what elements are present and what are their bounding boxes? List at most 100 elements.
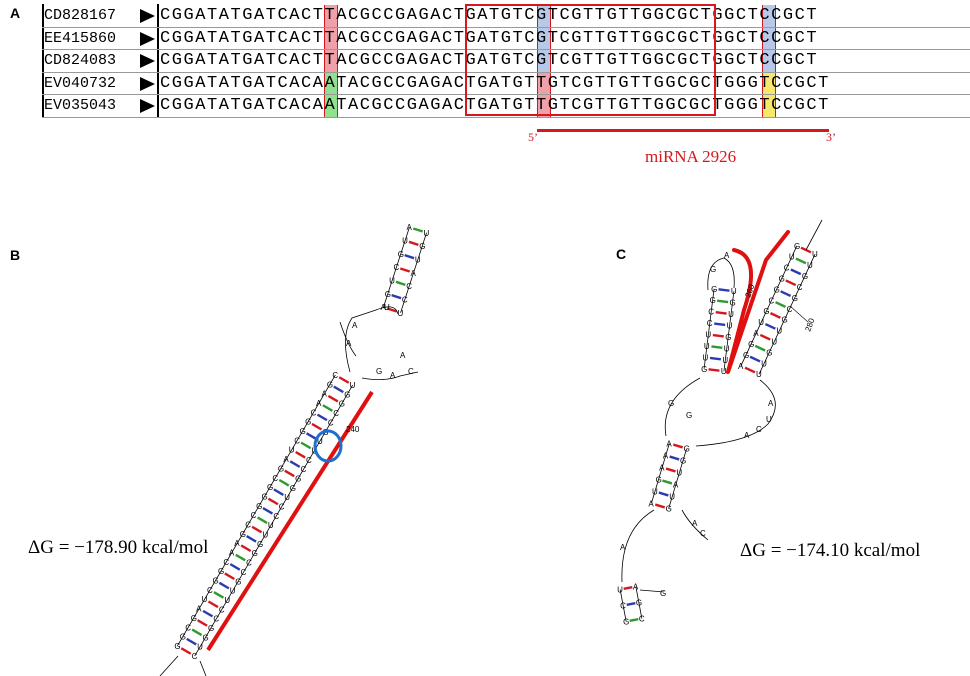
hairpin-loop: [707, 257, 735, 291]
sequence-text: CGGATATGATCACAATACGCCGAGACTGATGTTGTCGTTG…: [160, 73, 830, 93]
nucleotide-label: G: [748, 340, 754, 349]
base-pair-bond: [769, 312, 781, 319]
nucleotide-label: U: [727, 322, 733, 331]
nucleotide-label: G: [623, 617, 629, 626]
loop-backbone: [339, 321, 357, 357]
nucleotide-label: G: [398, 250, 404, 259]
base-pair-bond: [754, 344, 766, 352]
helix-backbone: [383, 227, 410, 308]
base-pair-bond: [408, 240, 419, 247]
nucleotide-label: G: [660, 589, 666, 598]
base-pair-bond: [658, 491, 669, 497]
nucleotide-label: A: [724, 251, 730, 260]
nucleotide-label: U: [703, 353, 709, 362]
nucleotide-label: C: [768, 296, 774, 305]
nucleotide-label: C: [756, 425, 762, 434]
alignment-id-divider: [157, 4, 159, 118]
nucleotide-label: G: [180, 633, 186, 642]
nucleotide-label: G: [174, 642, 180, 651]
nucleotide-label: A: [229, 549, 235, 558]
nucleotide-label: G: [208, 624, 214, 633]
loop-backbone: [345, 306, 399, 373]
base-pair-bond: [662, 479, 673, 485]
row-divider: [42, 94, 970, 95]
five-prime-label: 5’: [528, 130, 538, 144]
nucleotide-label: U: [652, 487, 658, 496]
helix-backbone: [703, 288, 715, 369]
nucleotide-label: A: [738, 362, 744, 371]
delta-g-c: ΔG = −174.10 kcal/mol: [740, 540, 921, 561]
helix-backbone: [668, 448, 688, 509]
strand-tail: [621, 509, 655, 583]
nucleotide-label: G: [656, 475, 662, 484]
nucleotide-label: A: [648, 499, 654, 508]
nucleotide-label: G: [218, 567, 224, 576]
nucleotide-label: G: [684, 445, 690, 454]
nucleotide-label: C: [294, 436, 300, 445]
base-pair-bond: [665, 467, 676, 473]
nucleotide-label: C: [787, 305, 793, 314]
base-pair-bond: [224, 572, 235, 581]
nucleotide-label: C: [393, 263, 399, 272]
nucleotide-label: C: [245, 520, 251, 529]
nucleotide-label: G: [711, 285, 717, 294]
base-pair-bond: [327, 394, 339, 403]
sequence-text: CGGATATGATCACTTACGCCGAGACTGATGTCGTCGTTGT…: [160, 51, 819, 70]
nucleotide-label: A: [321, 390, 327, 399]
nucleotide-label: U: [284, 493, 290, 502]
nucleotide-label: G: [212, 577, 218, 586]
snp-highlight: [537, 50, 552, 72]
helix-backbone: [619, 589, 627, 622]
snp-circle-marker: [313, 429, 343, 463]
nucleotide-label: G: [252, 549, 258, 558]
nucleotide-label: U: [771, 338, 777, 347]
base-pair-bond: [712, 333, 724, 338]
base-pair-bond: [395, 280, 406, 287]
nucleotide-label: U: [398, 309, 404, 318]
base-pair-bond: [295, 450, 306, 459]
nucleotide-label: C: [279, 503, 285, 512]
nucleotide-label: G: [267, 483, 273, 492]
row-divider: [42, 116, 970, 118]
base-pair-bond: [196, 619, 208, 627]
base-pair-bond: [623, 586, 633, 590]
nucleotide-label: C: [251, 511, 257, 520]
nucleotide-label: G: [339, 400, 345, 409]
sequence-text: CGGATATGATCACTTACGCCGAGACTGATGTCGTCGTTGT…: [160, 6, 819, 25]
position-label: 260: [743, 283, 756, 299]
nucleotide-label: C: [311, 408, 317, 417]
nucleotide-label: C: [707, 319, 713, 328]
nucleotide-label: U: [617, 585, 623, 594]
base-pair-bond: [316, 413, 328, 422]
nucleotide-label: C: [402, 295, 408, 304]
alignment-left-border: [42, 4, 44, 118]
delta-g-b: ΔG = −178.90 kcal/mol: [28, 537, 209, 558]
nucleotide-label: G: [256, 502, 262, 511]
base-pair-bond: [790, 268, 802, 276]
nucleotide-label: G: [666, 505, 672, 514]
nucleotide-label: C: [273, 512, 279, 521]
nucleotide-label: G: [802, 272, 808, 281]
base-pair-bond: [795, 257, 807, 265]
alignment-row: EV040732 CGGATATGATCACAATACGCCGAGACTGATGT…: [42, 72, 970, 95]
base-pair-bond: [240, 544, 252, 553]
base-pair-bond: [218, 581, 230, 590]
nucleotide-label: A: [234, 539, 240, 548]
nucleotide-label: U: [350, 381, 356, 390]
base-pair-bond: [759, 333, 771, 341]
base-pair-bond: [235, 553, 246, 562]
nucleotide-label: G: [327, 380, 333, 389]
nucleotide-label: C: [241, 568, 247, 577]
nucleotide-label: G: [235, 577, 241, 586]
nucleotide-label: C: [406, 282, 412, 291]
nucleotide-label: U: [722, 356, 728, 365]
nucleotide-label: C: [185, 623, 191, 632]
nucleotide-label: G: [376, 367, 382, 376]
mirna-underline: [537, 129, 829, 132]
sequence-id: EV040732: [44, 74, 117, 92]
base-pair-bond: [213, 591, 225, 599]
nucleotide-label: G: [792, 294, 798, 303]
nucleotide-label: C: [708, 308, 714, 317]
